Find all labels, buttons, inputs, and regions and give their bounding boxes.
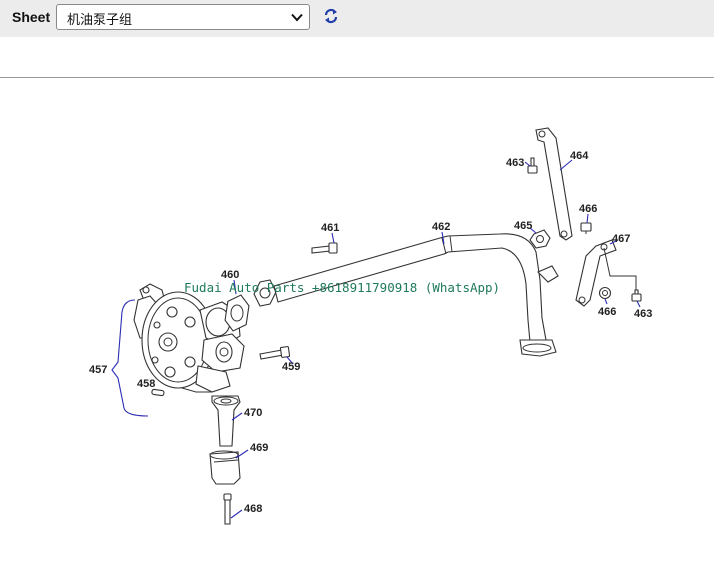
callout-459[interactable]: 459 [282,361,300,373]
callout-468[interactable]: 468 [244,503,262,515]
assembly-bracket-457 [111,299,149,417]
callout-466-bottom[interactable]: 466 [598,306,616,318]
screen-469[interactable] [209,450,241,485]
callout-460[interactable]: 460 [221,269,239,281]
bolt-459[interactable] [259,346,291,360]
sheet-select[interactable]: 机油泵子组 [56,4,310,30]
bolt-463-bottom[interactable] [631,289,642,302]
leader-467 [609,239,619,245]
refresh-icon[interactable] [322,7,340,25]
pin-458[interactable] [151,388,165,397]
leader-466-bottom [604,298,608,305]
leader-468 [230,509,243,519]
leader-463-bottom [636,300,641,308]
callout-467[interactable]: 467 [612,233,630,245]
parts-diagram: 457 458 459 460 461 462 463 463 464 465 … [89,127,652,525]
leader-459 [286,356,294,365]
watermark-text: Fudai Auto Parts +8618911790918 (WhatsAp… [184,280,500,295]
nut-465[interactable] [529,229,551,249]
bolt-461[interactable] [311,242,338,254]
bolt-463-top[interactable] [527,157,538,174]
sheet-select-value: 机油泵子组 [67,13,133,28]
nut-466-bottom[interactable] [598,286,612,300]
gasket-460[interactable] [221,294,253,332]
leader-466-top [586,213,589,224]
strainer-pipe-470[interactable] [211,395,241,447]
callout-461[interactable]: 461 [321,222,339,234]
leader-465 [529,227,537,234]
sheet-label: Sheet [12,9,51,25]
callout-469[interactable]: 469 [250,442,268,454]
leader-460 [233,279,237,295]
oil-pickup-tube-462[interactable] [253,233,559,357]
leader-462 [441,231,445,245]
bolt-468[interactable] [223,493,232,525]
leader-461 [331,232,335,244]
callout-457[interactable]: 457 [89,364,107,376]
callout-466-top[interactable]: 466 [579,203,597,215]
leader-463-top [524,161,531,167]
oil-pump-457[interactable] [133,283,245,393]
leader-470 [231,412,243,421]
callout-465[interactable]: 465 [514,220,532,232]
callout-464[interactable]: 464 [570,150,589,162]
callout-462[interactable]: 462 [432,221,450,233]
toolbar: Sheet 机油泵子组 [0,0,714,37]
callout-463-top[interactable]: 463 [506,157,524,169]
chevron-down-icon [291,13,303,22]
callout-463-bottom[interactable]: 463 [634,308,652,320]
leader-464 [559,159,573,171]
leader-469 [235,449,249,459]
bracket-467-link [603,247,637,292]
callout-458[interactable]: 458 [137,378,155,390]
secondary-bar [0,37,714,78]
callout-470[interactable]: 470 [244,407,262,419]
parts-diagram-canvas: 457 458 459 460 461 462 463 463 464 465 … [0,78,714,570]
bolt-466-top[interactable] [580,222,592,234]
bracket-464[interactable] [535,127,573,241]
